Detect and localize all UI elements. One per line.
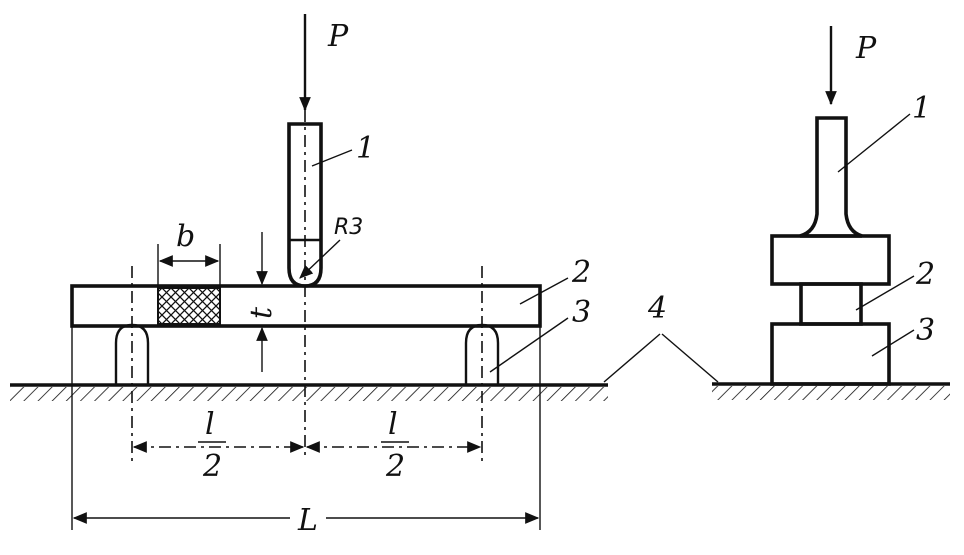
base-plate-label: 4 (603, 291, 719, 383)
specimen-end-view (799, 282, 863, 326)
thickness-label: t (244, 306, 279, 319)
base-plate-left (10, 383, 608, 401)
part-2-label-left: 2 (571, 255, 591, 290)
half-span-dimension-right: l 2 (305, 407, 482, 484)
part-3-label-left: 3 (572, 295, 591, 330)
half-span-right-denominator: 2 (385, 449, 405, 484)
radius-label: R3 (334, 215, 363, 240)
left-view: P 1 R3 b t 2 3 l (10, 14, 608, 538)
svg-text:4: 4 (647, 291, 667, 326)
punch-profile (799, 116, 863, 238)
specimen-bar (70, 284, 542, 328)
half-span-dimension-left: l 2 (132, 407, 305, 484)
specimen-cross-section (157, 287, 221, 325)
half-span-left-denominator: 2 (202, 449, 222, 484)
base-plate-right (712, 382, 950, 400)
half-span-left-numerator: l (205, 407, 215, 442)
force-label-left: P (327, 19, 349, 54)
part-1-label-left: 1 (356, 131, 375, 166)
thickness-dimension: t (244, 232, 279, 372)
width-dimension: b (157, 219, 221, 288)
total-length-dimension: L (72, 503, 540, 538)
part-3-label-right: 3 (916, 313, 935, 348)
right-view: P 1 2 3 (712, 26, 950, 400)
total-length-label: L (297, 503, 318, 538)
width-label: b (176, 219, 195, 254)
half-span-right-numerator: l (388, 407, 398, 442)
part-1-label-right: 1 (912, 91, 931, 126)
support-block (770, 322, 891, 386)
part-2-label-right: 2 (915, 257, 935, 292)
upper-block (770, 234, 891, 286)
force-label-right: P (855, 31, 877, 66)
